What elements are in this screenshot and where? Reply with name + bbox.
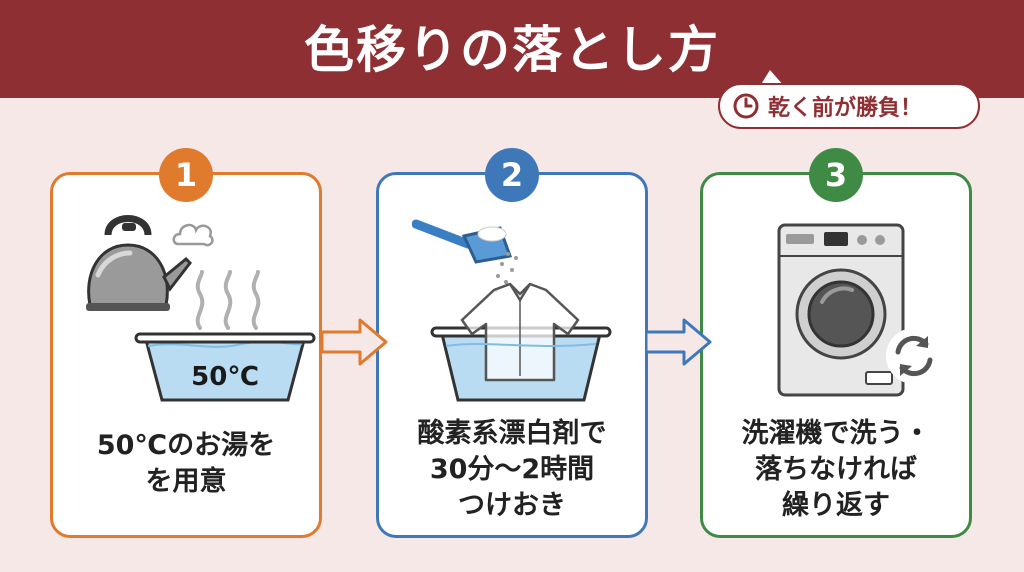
- caption-line: を用意: [145, 466, 227, 497]
- clock-icon: [733, 93, 759, 119]
- washing-machine-icon: [777, 223, 905, 397]
- steam-icon: [195, 270, 261, 330]
- page-title: 色移りの落とし方: [304, 21, 720, 79]
- water-temperature: 50℃: [191, 362, 259, 392]
- caption-line: つけおき: [458, 490, 566, 521]
- caption-line: 50℃のお湯を: [96, 430, 276, 461]
- scoop-icon: [412, 219, 513, 264]
- step-3-caption: 洗濯機で洗う・ 落ちなければ 繰り返す: [700, 416, 972, 524]
- caption-line: 洗濯機で洗う・: [741, 418, 931, 449]
- repeat-icon: [886, 328, 942, 384]
- steam-icon: [172, 223, 214, 247]
- basin-icon: [430, 282, 612, 402]
- tip-badge: 乾く前が勝負！: [718, 83, 980, 129]
- kettle-icon: [86, 215, 192, 311]
- basin-icon: [134, 332, 316, 402]
- step-number-3: 3: [809, 148, 863, 202]
- badge-text: 乾く前が勝負！: [768, 96, 923, 121]
- caption-line: 酸素系漂白剤で: [417, 418, 607, 449]
- caption-line: 繰り返す: [782, 490, 890, 521]
- arrow-right-icon: [646, 318, 712, 366]
- step-1-caption: 50℃のお湯を を用意: [50, 428, 322, 500]
- shirt-icon: [460, 282, 580, 382]
- badge-tail: [760, 70, 784, 86]
- header-banner: [0, 0, 1024, 98]
- step-number-1: 1: [159, 148, 213, 202]
- caption-line: 落ちなければ: [755, 454, 917, 485]
- arrow-right-icon: [322, 318, 388, 366]
- step-2-caption: 酸素系漂白剤で 30分〜2時間 つけおき: [376, 416, 648, 524]
- step-number-2: 2: [485, 148, 539, 202]
- caption-line: 30分〜2時間: [429, 454, 595, 485]
